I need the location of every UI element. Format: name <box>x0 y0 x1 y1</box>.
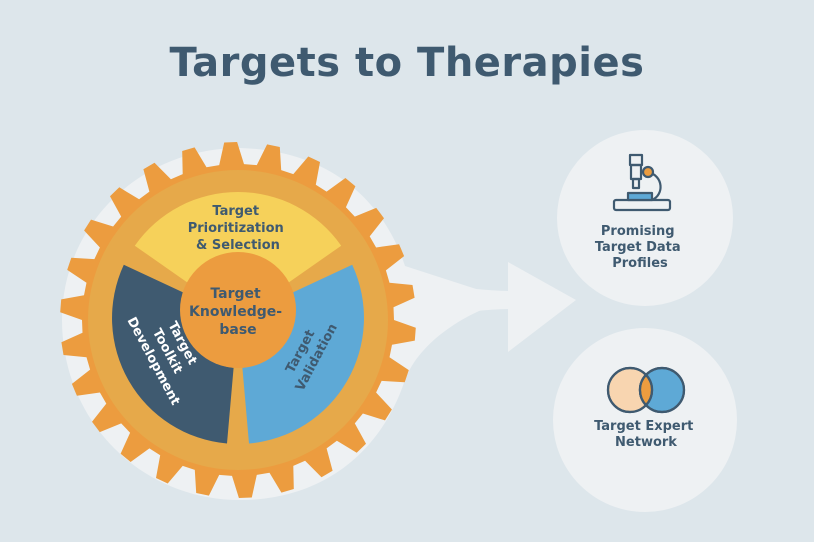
segment-label-line: Target <box>212 204 259 219</box>
center-label-line: Knowledge- <box>189 304 282 320</box>
output-label-line: Target Expert <box>594 419 693 434</box>
segment-validation <box>242 264 364 444</box>
segment-label-line: & Selection <box>196 238 280 253</box>
segment-toolkit <box>112 264 234 444</box>
venn-circles-icon <box>606 366 686 414</box>
output-label-line: Promising <box>601 224 675 239</box>
center-label-line: base <box>219 322 256 338</box>
segment-prioritization-label: Target Prioritization & Selection <box>188 204 289 253</box>
output-circle-network <box>553 328 737 512</box>
output-label-network: Target Expert Network <box>594 419 698 450</box>
output-label-line: Profiles <box>612 256 668 271</box>
segment-label-line: Prioritization <box>188 221 284 236</box>
center-hub <box>180 252 296 368</box>
segment-prioritization <box>134 191 342 290</box>
center-label: Target Knowledge- base <box>189 286 287 338</box>
microscope-icon <box>612 153 672 212</box>
center-label-line: Target <box>210 286 261 302</box>
arrow-shaft <box>400 268 510 332</box>
page-title: Targets to Therapies <box>169 40 645 86</box>
output-label-line: Target Data <box>595 240 681 255</box>
output-label-promising: Promising Target Data Profiles <box>595 224 685 271</box>
output-circle-promising <box>557 130 733 306</box>
arrow-head <box>508 262 576 352</box>
output-label-line: Network <box>615 435 677 450</box>
